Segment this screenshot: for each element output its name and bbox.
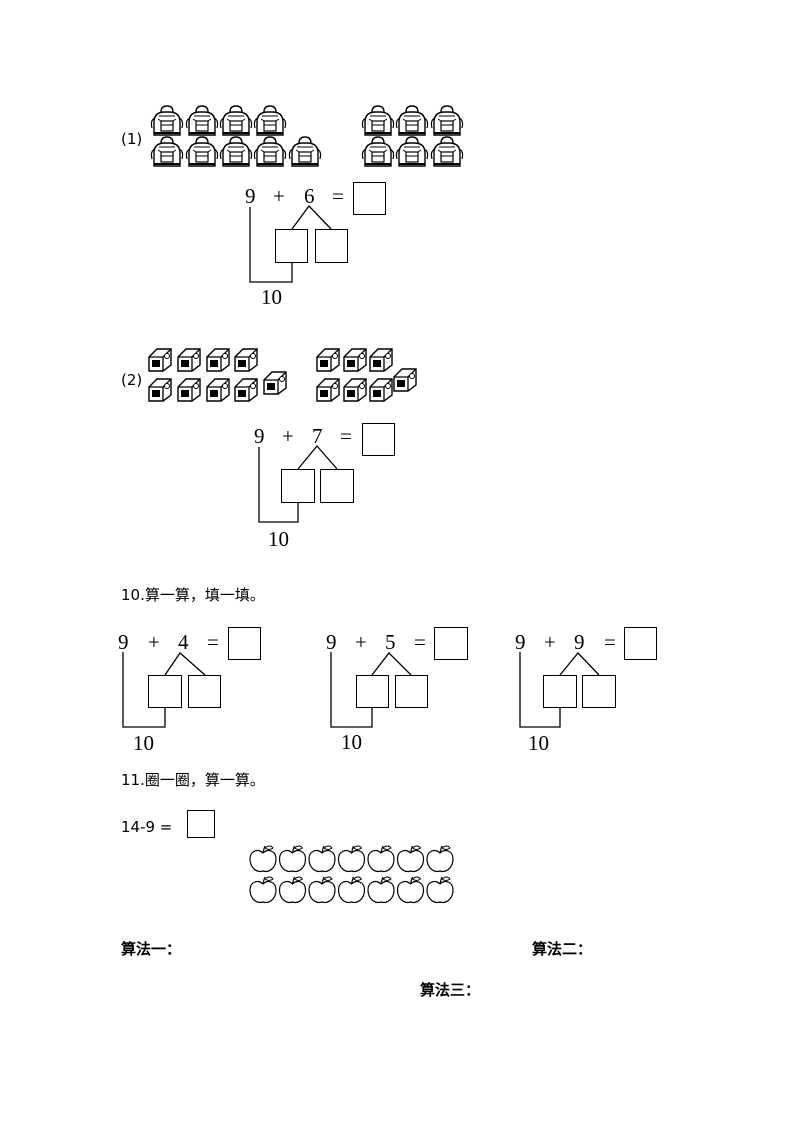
addend-b: 6: [304, 184, 315, 208]
method-1-label: 算法一：: [121, 940, 182, 958]
plus-sign: +: [544, 630, 556, 654]
apple-icon: [249, 876, 277, 904]
split-box-2[interactable]: [315, 229, 348, 263]
problem-1-label: (1): [121, 130, 143, 148]
split-box-2[interactable]: [582, 675, 616, 708]
problem-2-label: (2): [121, 371, 143, 389]
apple-icon: [249, 845, 277, 873]
split-box-1[interactable]: [281, 469, 315, 503]
split-box-2[interactable]: [395, 675, 428, 708]
apple-icon: [396, 845, 425, 873]
answer-box[interactable]: [362, 423, 395, 456]
addend-a: 9: [254, 424, 265, 448]
apple-icon: [278, 876, 307, 904]
plus-sign: +: [282, 424, 294, 448]
ten-label: 10: [268, 527, 289, 551]
addend-a: 9: [245, 184, 256, 208]
equals-sign: =: [414, 630, 426, 654]
equals-sign: =: [340, 424, 352, 448]
apple-icon: [426, 876, 454, 904]
equals-sign: =: [332, 184, 344, 208]
answer-box[interactable]: [624, 627, 657, 660]
addend-b: 5: [385, 630, 396, 654]
addend-b: 9: [574, 630, 585, 654]
addend-b: 4: [178, 630, 189, 654]
subtraction-expression: 14-9 =: [121, 818, 173, 836]
apple-icon: [426, 845, 454, 873]
answer-box[interactable]: [187, 810, 215, 838]
apple-icon: [308, 845, 336, 873]
ten-label: 10: [261, 285, 282, 309]
split-box-1[interactable]: [543, 675, 577, 708]
ten-label: 10: [133, 731, 154, 755]
answer-box[interactable]: [353, 182, 386, 215]
split-box-1[interactable]: [148, 675, 182, 708]
apple-icon: [396, 876, 425, 904]
addend-a: 9: [515, 630, 526, 654]
split-box-2[interactable]: [188, 675, 221, 708]
apple-icon: [367, 876, 395, 904]
apple-icon: [337, 876, 366, 904]
apple-icon: [308, 876, 336, 904]
apple-icon: [278, 845, 307, 873]
split-box-1[interactable]: [356, 675, 389, 708]
ten-label: 10: [528, 731, 549, 755]
equals-sign: =: [207, 630, 219, 654]
apple-icon: [367, 845, 395, 873]
plus-sign: +: [148, 630, 160, 654]
question-11-title: 11.圈一圈，算一算。: [121, 771, 265, 789]
addend-a: 9: [326, 630, 337, 654]
plus-sign: +: [273, 184, 285, 208]
plus-sign: +: [355, 630, 367, 654]
split-box-1[interactable]: [275, 229, 308, 263]
addend-a: 9: [118, 630, 129, 654]
answer-box[interactable]: [228, 627, 261, 660]
equals-sign: =: [604, 630, 616, 654]
ten-label: 10: [341, 730, 362, 754]
split-box-2[interactable]: [320, 469, 354, 503]
method-2-label: 算法二：: [532, 940, 593, 958]
answer-box[interactable]: [434, 627, 468, 660]
method-3-label: 算法三：: [420, 981, 481, 999]
question-10-title: 10.算一算，填一填。: [121, 586, 265, 604]
apple-icon: [337, 845, 366, 873]
addend-b: 7: [312, 424, 323, 448]
